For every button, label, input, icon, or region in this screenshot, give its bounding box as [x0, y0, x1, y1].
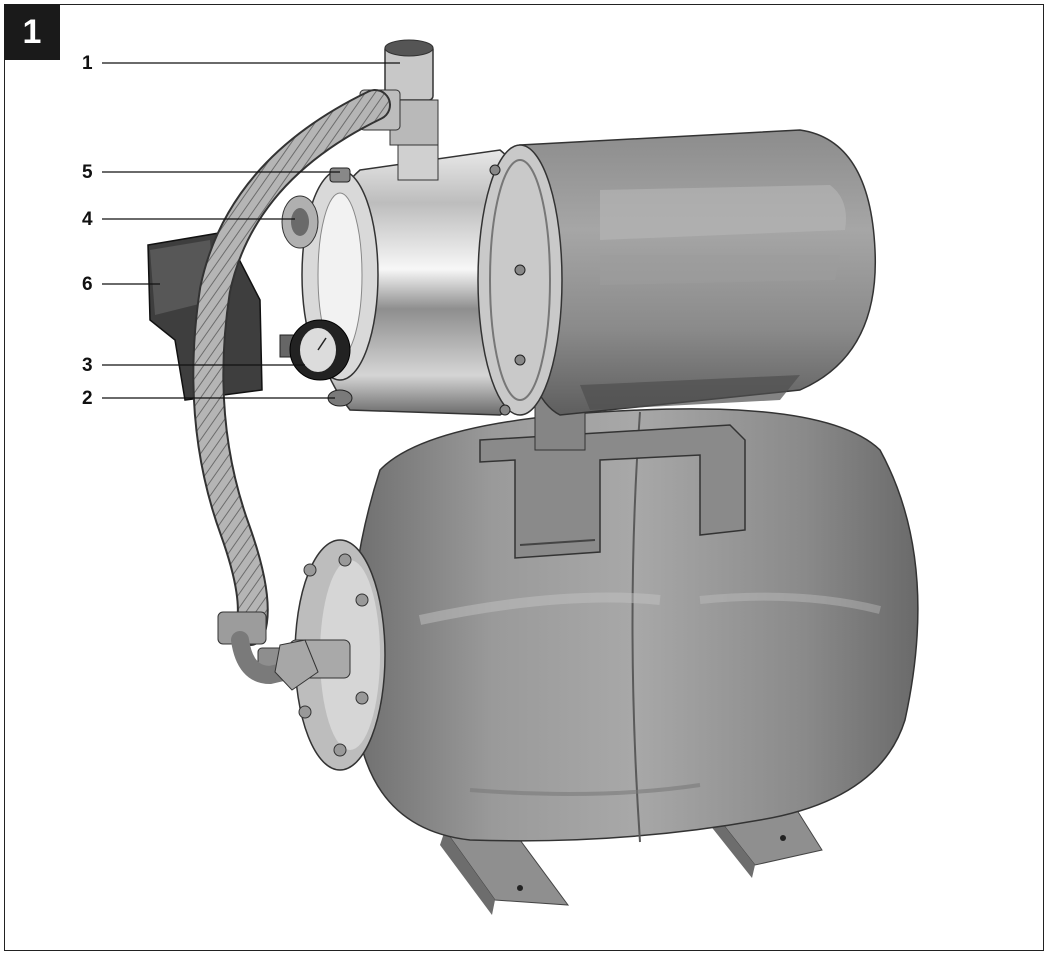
- callout-label-3: 3: [82, 355, 93, 376]
- tank-flange: [257, 539, 386, 771]
- callout-label-6: 6: [82, 274, 93, 295]
- figure-number-badge: 1: [4, 4, 60, 60]
- callout-label-4: 4: [82, 209, 93, 230]
- motor-housing: [514, 129, 877, 416]
- tank-foot-left: [440, 829, 570, 915]
- suction-port: [281, 195, 319, 249]
- pressure-gauge: [279, 319, 351, 381]
- callout-label-2: 2: [82, 388, 93, 409]
- braided-hose: [192, 89, 391, 691]
- pump-body: [301, 144, 563, 416]
- fill-plug: [329, 167, 351, 183]
- callout-label-5: 5: [82, 162, 93, 183]
- callout-label-1: 1: [82, 53, 93, 74]
- callout-leaders: [102, 62, 400, 399]
- pressure-tank: [350, 408, 919, 843]
